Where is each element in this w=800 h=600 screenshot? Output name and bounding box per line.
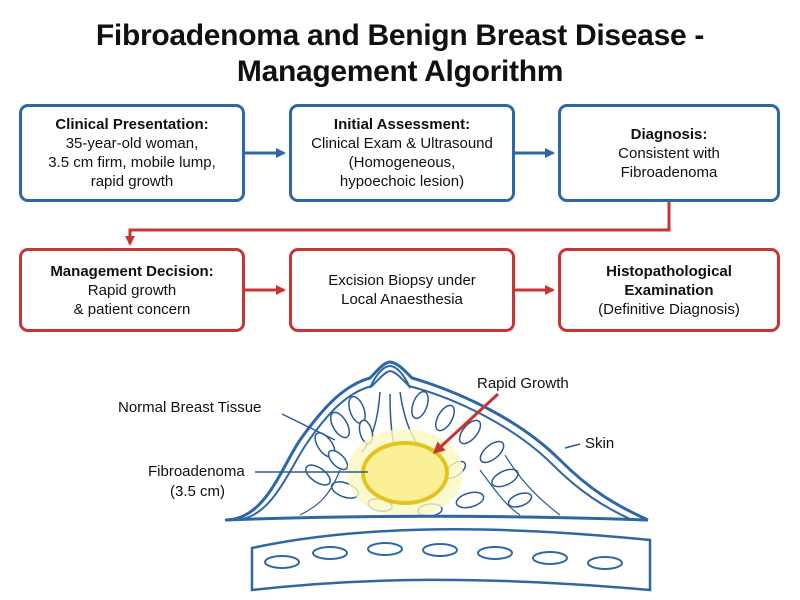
initial-assessment-box: Initial Assessment: Clinical Exam & Ultr… — [289, 104, 515, 202]
initial-assessment-line-1: Clinical Exam & Ultrasound — [311, 135, 493, 152]
excision-biopsy-line-2: Local Anaesthesia — [341, 291, 463, 308]
fibroadenoma-size-label: (3.5 cm) — [170, 483, 226, 500]
fibroadenoma-lesion — [361, 441, 449, 505]
histopathology-heading-line-2: Examination — [624, 281, 714, 299]
excision-biopsy-box: Excision Biopsy under Local Anaesthesia — [289, 248, 515, 332]
clinical-presentation-line-3: rapid growth — [90, 173, 174, 190]
management-decision-heading: Management Decision: — [50, 262, 214, 280]
management-decision-line-2: & patient concern — [73, 300, 191, 318]
diagram-title-line-2: Management Algorithm — [236, 55, 564, 88]
excision-biopsy-line-1: Excision Biopsy under — [328, 272, 476, 289]
initial-assessment-line-3: hypoechoic lesion) — [339, 173, 465, 190]
diagram-title-line-1: Fibroadenoma and Benign Breast Disease - — [95, 19, 705, 52]
rapid-growth-label: Rapid Growth — [477, 375, 569, 392]
pectoral-muscle — [250, 528, 652, 592]
diagnosis-line-1: Consistent with — [618, 144, 720, 162]
skin-label: Skin — [585, 435, 615, 452]
management-decision-line-1: Rapid growth — [87, 281, 177, 299]
diagnosis-line-2: Fibroadenoma — [620, 163, 718, 181]
clinical-presentation-line-1: 35-year-old woman, — [65, 135, 199, 152]
histopathology-line-1: (Definitive Diagnosis) — [598, 300, 740, 318]
skin-inner-line — [235, 369, 633, 521]
fibroadenoma-label: Fibroadenoma — [148, 463, 245, 480]
initial-assessment-line-2: (Homogeneous, — [348, 154, 456, 171]
chest-wall-line — [224, 514, 649, 522]
skin-leader — [564, 443, 581, 449]
diagnosis-heading: Diagnosis: — [630, 125, 708, 143]
diagnosis-box: Diagnosis: Consistent with Fibroadenoma — [558, 104, 780, 202]
histopathology-heading-line-1: Histopathological — [606, 262, 732, 280]
clinical-presentation-heading: Clinical Presentation: — [55, 116, 209, 133]
clinical-presentation-line-2: 3.5 cm firm, mobile lump, — [48, 154, 216, 171]
normal-breast-tissue-label: Normal Breast Tissue — [118, 399, 262, 416]
skin-outer-line — [224, 360, 649, 522]
management-decision-box: Management Decision: Rapid growth & pati… — [19, 248, 245, 332]
clinical-presentation-box: Clinical Presentation: 35-year-old woman… — [19, 104, 245, 202]
initial-assessment-heading: Initial Assessment: — [333, 116, 471, 133]
stroma-lines — [299, 454, 561, 516]
normal-tissue-leader — [281, 413, 336, 441]
rib-ovals — [264, 542, 623, 570]
nipple — [369, 364, 411, 389]
arrow-diagnosis-to-management — [125, 202, 671, 246]
rapid-growth-arrow — [432, 392, 500, 455]
histopathology-box: Histopathological Examination (Definitiv… — [558, 248, 780, 332]
